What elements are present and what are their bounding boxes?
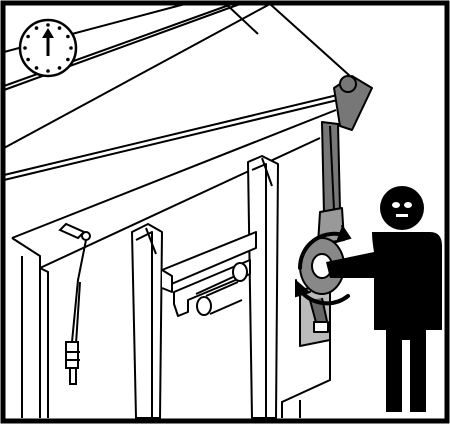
clock-icon (20, 20, 76, 76)
lift-carriage (162, 232, 256, 316)
left-latch (60, 224, 90, 384)
lever-arm (318, 76, 372, 244)
